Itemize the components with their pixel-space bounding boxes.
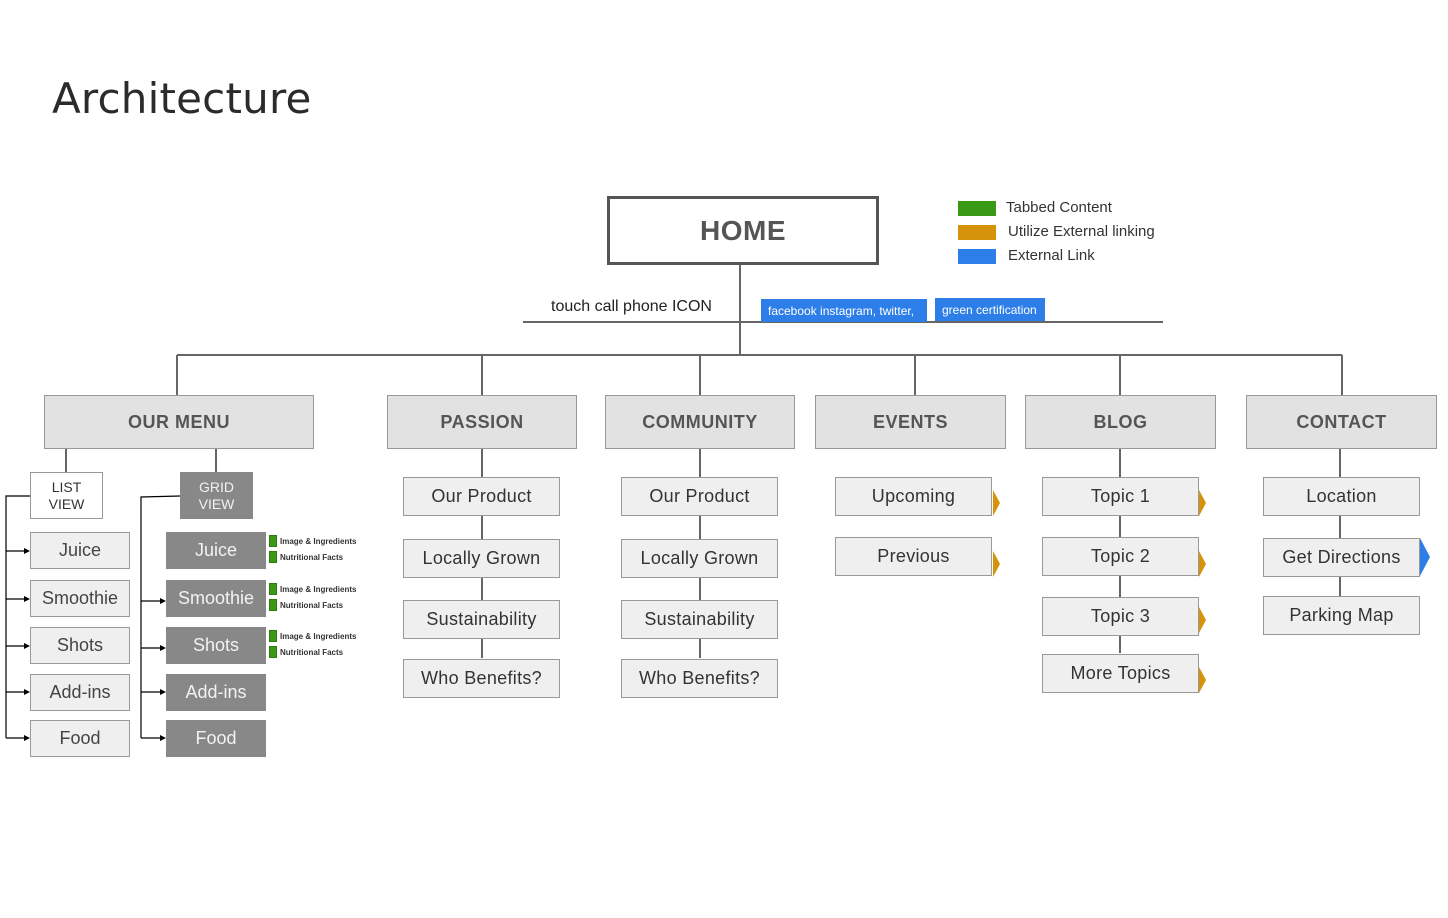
- list-item-juice: Juice: [30, 532, 130, 569]
- list-item-smoothie: Smoothie: [30, 580, 130, 617]
- list-view-label-1: LIST: [51, 478, 82, 495]
- grid-item-shots: Shots: [166, 627, 266, 664]
- external-linking-marker: [1199, 667, 1206, 693]
- community-locally-grown: Locally Grown: [621, 539, 778, 578]
- tabbed-marker: [269, 551, 277, 563]
- category-our-menu: OUR MENU: [44, 395, 314, 449]
- grid-item-add-ins: Add-ins: [166, 674, 266, 711]
- blog-topic-3: Topic 3: [1042, 597, 1199, 636]
- category-community: COMMUNITY: [605, 395, 795, 449]
- tab-note-image-ingredients: Image & Ingredients: [280, 632, 357, 641]
- contact-location: Location: [1263, 477, 1420, 516]
- blog-topic-2: Topic 2: [1042, 537, 1199, 576]
- tab-note-nutritional-facts: Nutritional Facts: [280, 648, 344, 657]
- tabbed-marker: [269, 630, 277, 642]
- legend-swatch-external-link: [958, 249, 996, 264]
- tabbed-marker: [269, 599, 277, 611]
- external-linking-marker: [993, 490, 1000, 516]
- tab-note-nutritional-facts: Nutritional Facts: [280, 553, 344, 562]
- tabbed-marker: [269, 535, 277, 547]
- list-item-food: Food: [30, 720, 130, 757]
- grid-item-food: Food: [166, 720, 266, 757]
- passion-sustainability: Sustainability: [403, 600, 560, 639]
- legend-label-external-link: External Link: [1008, 247, 1095, 264]
- tabbed-marker: [269, 583, 277, 595]
- legend-label-external-linking: Utilize External linking: [1008, 223, 1155, 240]
- legend-swatch-external-linking: [958, 225, 996, 240]
- community-sustainability: Sustainability: [621, 600, 778, 639]
- green-certification-link: green certification: [935, 298, 1045, 321]
- external-linking-marker: [993, 551, 1000, 577]
- tabbed-marker: [269, 646, 277, 658]
- grid-item-smoothie: Smoothie: [166, 580, 266, 617]
- passion-our-product: Our Product: [403, 477, 560, 516]
- contact-get-directions: Get Directions: [1263, 538, 1420, 577]
- list-view-label-2: VIEW: [48, 495, 85, 512]
- external-linking-marker: [1199, 490, 1206, 516]
- tab-note-nutritional-facts: Nutritional Facts: [280, 601, 344, 610]
- community-who-benefits: Who Benefits?: [621, 659, 778, 698]
- events-previous: Previous: [835, 537, 992, 576]
- grid-view-label-2: VIEW: [198, 495, 235, 512]
- contact-parking-map: Parking Map: [1263, 596, 1420, 635]
- list-item-add-ins: Add-ins: [30, 674, 130, 711]
- page-title: Architecture: [52, 74, 312, 123]
- list-item-shots: Shots: [30, 627, 130, 664]
- category-contact: CONTACT: [1246, 395, 1437, 449]
- external-linking-marker: [1199, 551, 1206, 577]
- events-upcoming: Upcoming: [835, 477, 992, 516]
- home-node: HOME: [607, 196, 879, 265]
- social-links: facebook instagram, twitter,: [761, 299, 927, 322]
- touch-call-label: touch call phone ICON: [551, 298, 712, 315]
- blog-more-topics: More Topics: [1042, 654, 1199, 693]
- external-linking-marker: [1199, 607, 1206, 633]
- grid-item-juice: Juice: [166, 532, 266, 569]
- category-events: EVENTS: [815, 395, 1006, 449]
- category-passion: PASSION: [387, 395, 577, 449]
- passion-locally-grown: Locally Grown: [403, 539, 560, 578]
- community-our-product: Our Product: [621, 477, 778, 516]
- passion-who-benefits: Who Benefits?: [403, 659, 560, 698]
- tab-note-image-ingredients: Image & Ingredients: [280, 537, 357, 546]
- legend-label-tabbed: Tabbed Content: [1006, 199, 1112, 216]
- external-link-marker: [1420, 538, 1430, 576]
- category-blog: BLOG: [1025, 395, 1216, 449]
- blog-topic-1: Topic 1: [1042, 477, 1199, 516]
- grid-view-label-1: GRID: [199, 478, 234, 495]
- tab-note-image-ingredients: Image & Ingredients: [280, 585, 357, 594]
- legend-swatch-tabbed: [958, 201, 996, 216]
